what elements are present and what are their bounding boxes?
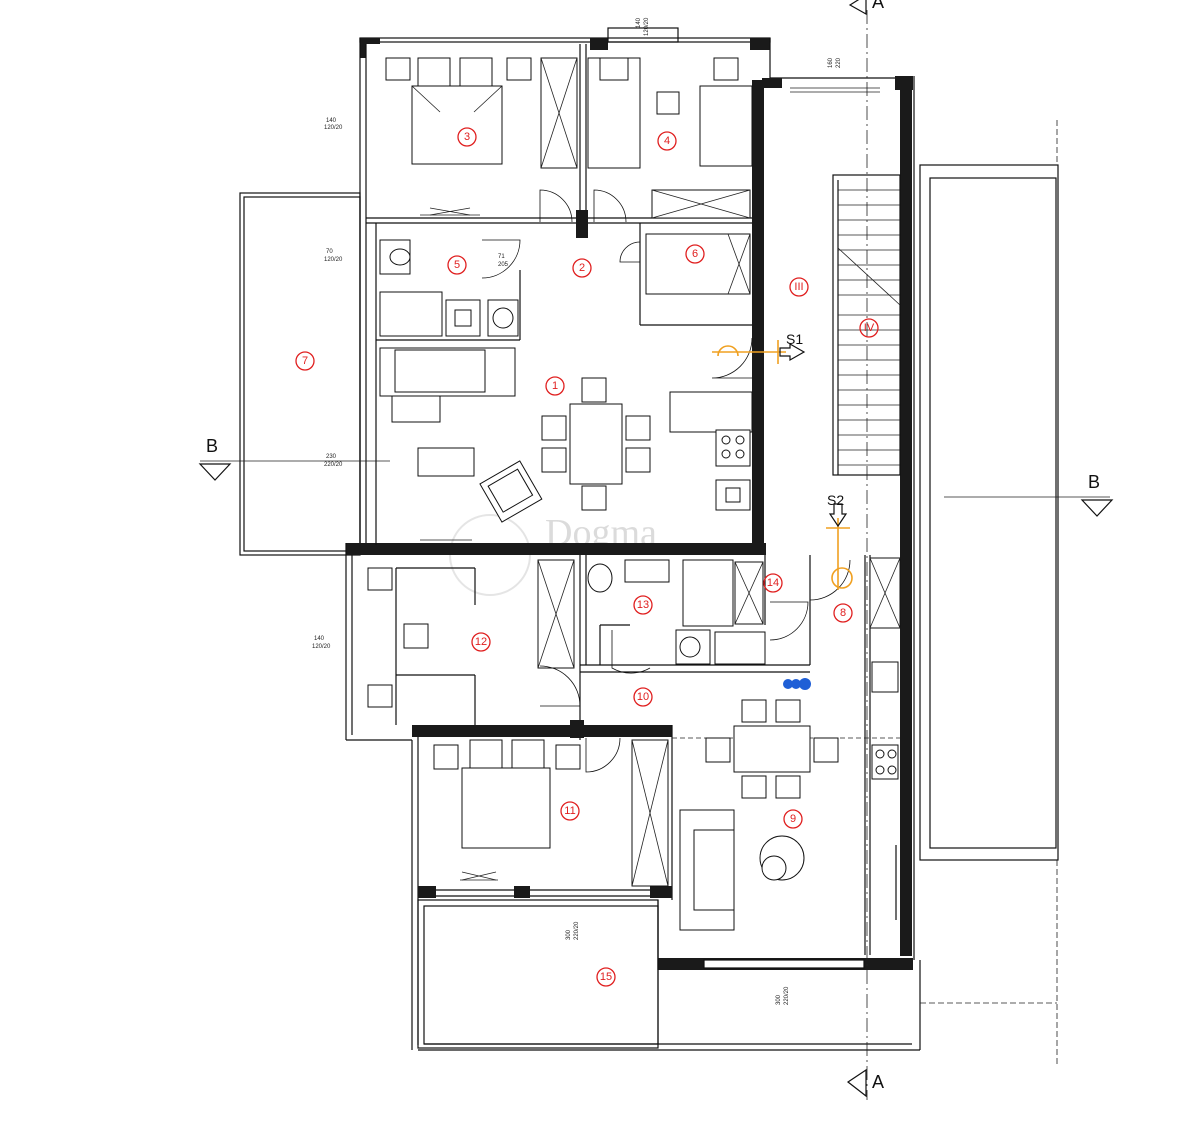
svg-text:13: 13 <box>637 599 649 611</box>
svg-text:11: 11 <box>564 805 575 817</box>
room-marker-8: 8 <box>833 603 853 623</box>
bedroom-3-furniture <box>385 57 578 216</box>
room-marker-10: 10 <box>633 687 653 707</box>
bathroom-fixtures <box>379 233 751 337</box>
position-indicator <box>783 678 811 690</box>
dim-living-window-sub: 220/20 <box>324 462 343 468</box>
door-swings <box>481 189 851 773</box>
stair-markers: S1 S2 <box>712 331 853 590</box>
room-marker-3: 3 <box>457 127 477 147</box>
room-marker-14: 14 <box>763 573 783 593</box>
room-marker-5: 5 <box>447 255 467 275</box>
dim-living9-window-sub: 220/20 <box>784 986 790 1005</box>
svg-text:4: 4 <box>664 135 670 147</box>
svg-text:6: 6 <box>692 248 698 260</box>
room-marker-11: 11 <box>560 801 580 821</box>
dim-door-bath-sub: 205 <box>498 262 509 268</box>
dim-bedroom3-window: 140 <box>326 118 337 124</box>
dim-window-top-sub: 120/20 <box>644 17 650 36</box>
section-a-bottom-label: A <box>872 1072 884 1092</box>
room-marker-15: 15 <box>596 967 616 987</box>
dim-terrace15: 300 <box>566 929 572 940</box>
dim-bath-window-sub: 120/20 <box>324 257 343 263</box>
svg-text:3: 3 <box>464 131 470 143</box>
room-marker-7: 7 <box>295 351 315 371</box>
exterior-walls <box>239 27 1059 1065</box>
room-marker-13: 13 <box>633 595 653 615</box>
room-marker-iv: IV <box>859 318 879 338</box>
dim-hall-top: 160 <box>828 57 834 68</box>
dim-bath-window: 70 <box>326 249 333 255</box>
living-room-furniture <box>379 347 753 541</box>
room-marker-12: 12 <box>471 632 491 652</box>
svg-text:14: 14 <box>767 577 779 589</box>
staircase <box>832 174 901 476</box>
dimension-labels: 140 120/20 160 220 140 120/20 70 120/20 … <box>312 17 842 1005</box>
stair-label-s1: S1 <box>786 331 803 347</box>
dim-living-window: 230 <box>326 454 337 460</box>
svg-text:15: 15 <box>600 971 612 983</box>
dim-room12-window-sub: 120/20 <box>312 644 331 650</box>
room-marker-2: 2 <box>572 258 592 278</box>
section-b-left-label: B <box>206 436 218 456</box>
section-a-top-label: A <box>872 0 884 12</box>
svg-text:1: 1 <box>552 380 558 392</box>
dim-window-top: 140 <box>636 17 642 28</box>
svg-text:8: 8 <box>840 607 846 619</box>
room-marker-1: 1 <box>545 376 565 396</box>
svg-text:III: III <box>794 281 803 293</box>
svg-text:7: 7 <box>302 355 308 367</box>
svg-text:IV: IV <box>864 322 875 334</box>
svg-text:5: 5 <box>454 259 460 271</box>
room-marker-6: 6 <box>685 244 705 264</box>
stair-label-s2: S2 <box>827 492 844 508</box>
dim-terrace15-sub: 220/20 <box>574 921 580 940</box>
room-marker-4: 4 <box>657 131 677 151</box>
dim-bedroom3-window-sub: 120/20 <box>324 125 343 131</box>
lower-unit-furniture <box>367 557 901 931</box>
svg-text:2: 2 <box>579 262 585 274</box>
svg-text:9: 9 <box>790 813 796 825</box>
dim-hall-top-sub: 220 <box>836 57 842 68</box>
bedroom-4-furniture <box>587 57 753 219</box>
dim-living9-window: 300 <box>776 994 782 1005</box>
section-b-right-label: B <box>1088 472 1100 492</box>
section-lines: A A B B <box>198 0 1114 1100</box>
svg-text:12: 12 <box>475 636 487 648</box>
room-marker-9: 9 <box>783 809 803 829</box>
svg-text:10: 10 <box>637 691 649 703</box>
dim-room12-window: 140 <box>314 636 325 642</box>
interior-walls <box>366 44 900 955</box>
dim-door-bath: 71 <box>498 254 505 260</box>
room-marker-iii: III <box>789 277 809 297</box>
